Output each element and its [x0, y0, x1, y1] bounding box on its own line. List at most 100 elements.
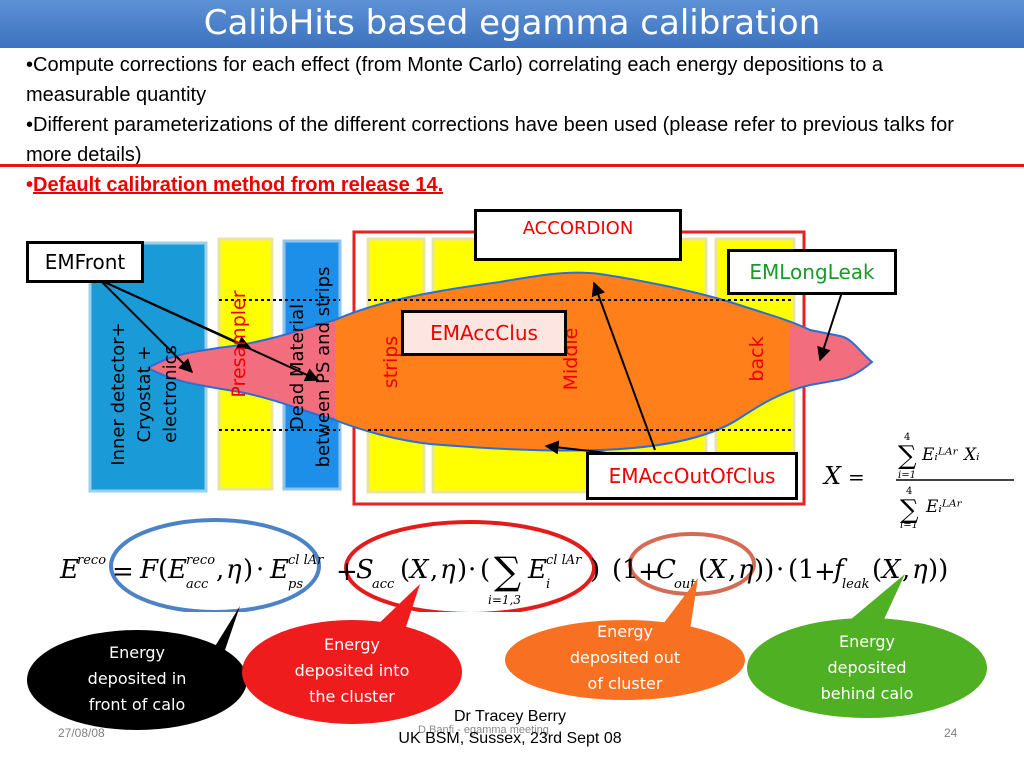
bubble-red-text: Energy deposited into the cluster — [294, 635, 410, 706]
slide-title: CalibHits based egamma calibration — [203, 3, 821, 43]
f-E-reco: reco — [77, 553, 106, 568]
f-paren-4: ) — [457, 555, 467, 585]
shower-leak-tip — [790, 325, 872, 388]
energy-formula: E reco = F ( E reco acc , η ) · E cl lAr… — [59, 518, 948, 612]
ellipse-red — [344, 520, 596, 612]
f-comma-3: , — [728, 555, 736, 585]
f-comma-2: , — [430, 555, 438, 585]
emaccoutofclus-label: EMAccOutOfClus — [586, 452, 798, 500]
x-formula-lhs: X — [822, 462, 842, 490]
bubble-red-tail — [372, 584, 420, 630]
bubble-black-text: Energy deposited in front of calo — [87, 643, 187, 714]
f-sum: ∑ — [494, 549, 521, 593]
f-plus-3: + — [814, 557, 836, 587]
f-S: S — [356, 555, 374, 585]
x-sum-top-symbol: ∑ — [898, 441, 917, 471]
x-formula-equals: = — [848, 465, 865, 489]
f-paren-3: ( — [400, 555, 410, 585]
f-X-3: X — [880, 555, 902, 585]
f-eta-2: η — [440, 555, 456, 585]
bullet-1: •Compute corrections for each effect (fr… — [26, 54, 884, 106]
bubble-red-body — [242, 620, 462, 724]
f-dot-3: · — [776, 555, 784, 585]
f-F: F — [139, 555, 159, 585]
footer-date: 27/08/08 — [58, 726, 105, 740]
x-denominator-term: Eᵢᴸᴬʳ — [925, 497, 963, 517]
x-formula: X = 4 ∑ i=1 Eᵢᴸᴬʳ Xᵢ 4 ∑ i=1 Eᵢᴸᴬʳ — [822, 432, 1014, 528]
f-paren-1: ( — [158, 555, 168, 585]
shower-tail — [148, 316, 360, 420]
bubble-black-body — [27, 630, 247, 730]
emlongleak-label: EMLongLeak — [727, 249, 897, 295]
f-one-2: 1 — [798, 555, 815, 585]
f-paren-12: )) — [928, 555, 948, 585]
f-E-i-sub: i — [546, 577, 550, 592]
f-sum-sub: i=1,3 — [488, 593, 521, 607]
bullet-3: •Default calibration method from release… — [26, 170, 986, 200]
f-eta-3: η — [738, 555, 754, 585]
f-E: E — [59, 555, 79, 585]
f-X-1: X — [408, 555, 430, 585]
f-S-sub: acc — [372, 577, 395, 592]
f-paren-7: ( — [612, 555, 622, 585]
f-paren-9: )) — [754, 555, 774, 585]
bubble-black-shape — [214, 606, 240, 650]
f-E-ps-sup: cl lAr — [288, 553, 324, 568]
bubble-orange-tail — [660, 578, 698, 630]
accordion-label: ACCORDION — [474, 209, 682, 261]
footer-credit-line2: UK BSM, Sussex, 23rd Sept 08 — [398, 730, 622, 747]
bubble-green-body — [747, 618, 987, 718]
f-comma-1: , — [216, 555, 224, 585]
f-f-sub: leak — [842, 577, 870, 592]
separator-line — [0, 164, 1024, 167]
f-E-i-sup: cl lAr — [546, 553, 582, 568]
f-one-1: 1 — [622, 555, 639, 585]
f-E-ps: E — [269, 555, 289, 585]
f-E-acc-sub: acc — [186, 577, 209, 592]
f-eta-4: η — [912, 555, 928, 585]
f-E-ps-sub: ps — [288, 577, 303, 592]
shower-outline — [145, 271, 874, 452]
f-E-acc: E — [167, 555, 187, 585]
emaccclus-label: EMAccClus — [401, 310, 567, 356]
bubble-orange-body — [505, 620, 745, 700]
f-E-i: E — [527, 555, 547, 585]
footer-credit: Dr Tracey Berry UK BSM, Sussex, 23rd Sep… — [350, 706, 670, 750]
x-sum-top-upper: 4 — [904, 432, 910, 443]
f-E-acc-reco: reco — [186, 553, 215, 568]
bubble-orange-text: Energy deposited out of cluster — [569, 622, 681, 693]
emfront-label: EMFront — [26, 241, 144, 283]
x-sum-bottom-symbol: ∑ — [900, 495, 919, 525]
bullet-3-text: Default calibration method from release … — [33, 174, 444, 196]
bubble-green-tail — [850, 574, 905, 628]
arrow-emaccclus — [591, 281, 656, 451]
f-paren-2: ) — [243, 555, 253, 585]
f-paren-5: ( — [480, 555, 490, 585]
f-X-2: X — [706, 555, 728, 585]
f-paren-10: ( — [788, 555, 798, 585]
f-dot-2: · — [468, 555, 476, 585]
f-C: C — [656, 555, 676, 585]
x-sum-bottom-upper: 4 — [906, 486, 912, 497]
arrow-emfront-3 — [99, 279, 320, 382]
f-plus-1: + — [336, 557, 358, 587]
x-sum-top-lower: i=1 — [898, 470, 916, 481]
bubble-green-text: Energy deposited behind calo — [820, 632, 914, 703]
title-bar — [0, 0, 1024, 48]
bullet-2: •Different parameterizations of the diff… — [26, 114, 954, 166]
f-equals: = — [112, 557, 134, 587]
f-eta-1: η — [226, 555, 242, 585]
footer-credit-line1: Dr Tracey Berry — [453, 708, 566, 725]
bullet-3-marker: • — [26, 174, 34, 196]
footer-meeting: D.Banfi - egamma meeting — [418, 724, 549, 736]
footer-page-number: 24 — [944, 726, 958, 740]
x-numerator-term: Eᵢᴸᴬʳ Xᵢ — [921, 445, 980, 465]
f-comma-4: , — [902, 555, 910, 585]
f-paren-8: ( — [698, 555, 708, 585]
f-dot-1: · — [256, 555, 264, 585]
f-paren-11: ( — [872, 555, 882, 585]
bullet-list: •Compute corrections for each effect (fr… — [26, 50, 986, 200]
